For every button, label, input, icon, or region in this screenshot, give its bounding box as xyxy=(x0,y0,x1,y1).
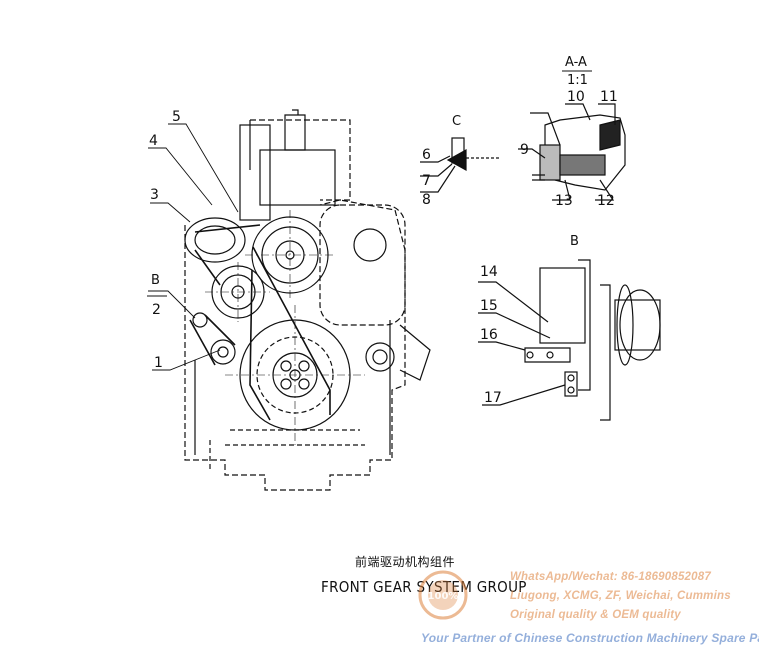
callout-1: 1 xyxy=(154,355,163,371)
callout-9: 9 xyxy=(520,142,529,158)
belt xyxy=(189,224,331,421)
view-c-label: C xyxy=(452,114,461,129)
callout-13: 13 xyxy=(555,193,573,209)
watermark-brands: Liugong, XCMG, ZF, Weichai, Cummins xyxy=(510,590,731,602)
section-scale-label: 1:1 xyxy=(567,73,588,88)
crank-pulley xyxy=(225,305,365,445)
watermark-quality: Original quality & OEM quality xyxy=(510,609,681,621)
section-aa-detail xyxy=(518,70,626,201)
callout-4: 4 xyxy=(149,133,158,149)
drawing-title-chinese: 前端驱动机构组件 xyxy=(355,555,456,569)
engine-outline xyxy=(184,109,431,491)
callout-11: 11 xyxy=(600,89,618,105)
callout-6: 6 xyxy=(422,147,431,163)
callout-10: 10 xyxy=(567,89,585,105)
callout-17: 17 xyxy=(484,390,502,406)
stamp-center-text: 100% xyxy=(428,591,459,602)
view-labels: A-A 1:1 C B B xyxy=(151,55,588,288)
watermark-slogan: Your Partner of Chinese Construction Mac… xyxy=(421,631,759,645)
alternator-pulley xyxy=(205,262,270,322)
callout-7: 7 xyxy=(422,173,431,189)
view-b-arrow-label: B xyxy=(151,273,160,288)
leader-lines xyxy=(147,123,239,371)
watermark-contact: WhatsApp/Wechat: 86-18690852087 xyxy=(510,571,711,583)
callout-14: 14 xyxy=(480,264,498,280)
section-c-detail xyxy=(420,137,500,193)
drawing-title-english: FRONT GEAR SYSTEM GROUP xyxy=(321,578,527,596)
callout-15: 15 xyxy=(480,298,498,314)
tensioner xyxy=(192,312,236,365)
callout-8: 8 xyxy=(422,192,431,208)
fan-idler xyxy=(184,217,246,263)
callout-12: 12 xyxy=(597,193,615,209)
callout-2: 2 xyxy=(152,302,161,318)
callout-5: 5 xyxy=(172,109,181,125)
callout-3: 3 xyxy=(150,187,159,203)
section-b-detail xyxy=(478,259,661,421)
callout-16: 16 xyxy=(480,327,498,343)
callout-labels: 5 4 3 2 1 6 7 8 9 10 11 12 13 14 15 16 1… xyxy=(149,89,618,406)
section-aa-label: A-A xyxy=(565,55,587,70)
quality-stamp-icon: 100% xyxy=(418,570,468,620)
water-pump-pulley xyxy=(245,210,335,300)
view-b-detail-label: B xyxy=(570,234,579,249)
right-accessory xyxy=(353,228,395,372)
